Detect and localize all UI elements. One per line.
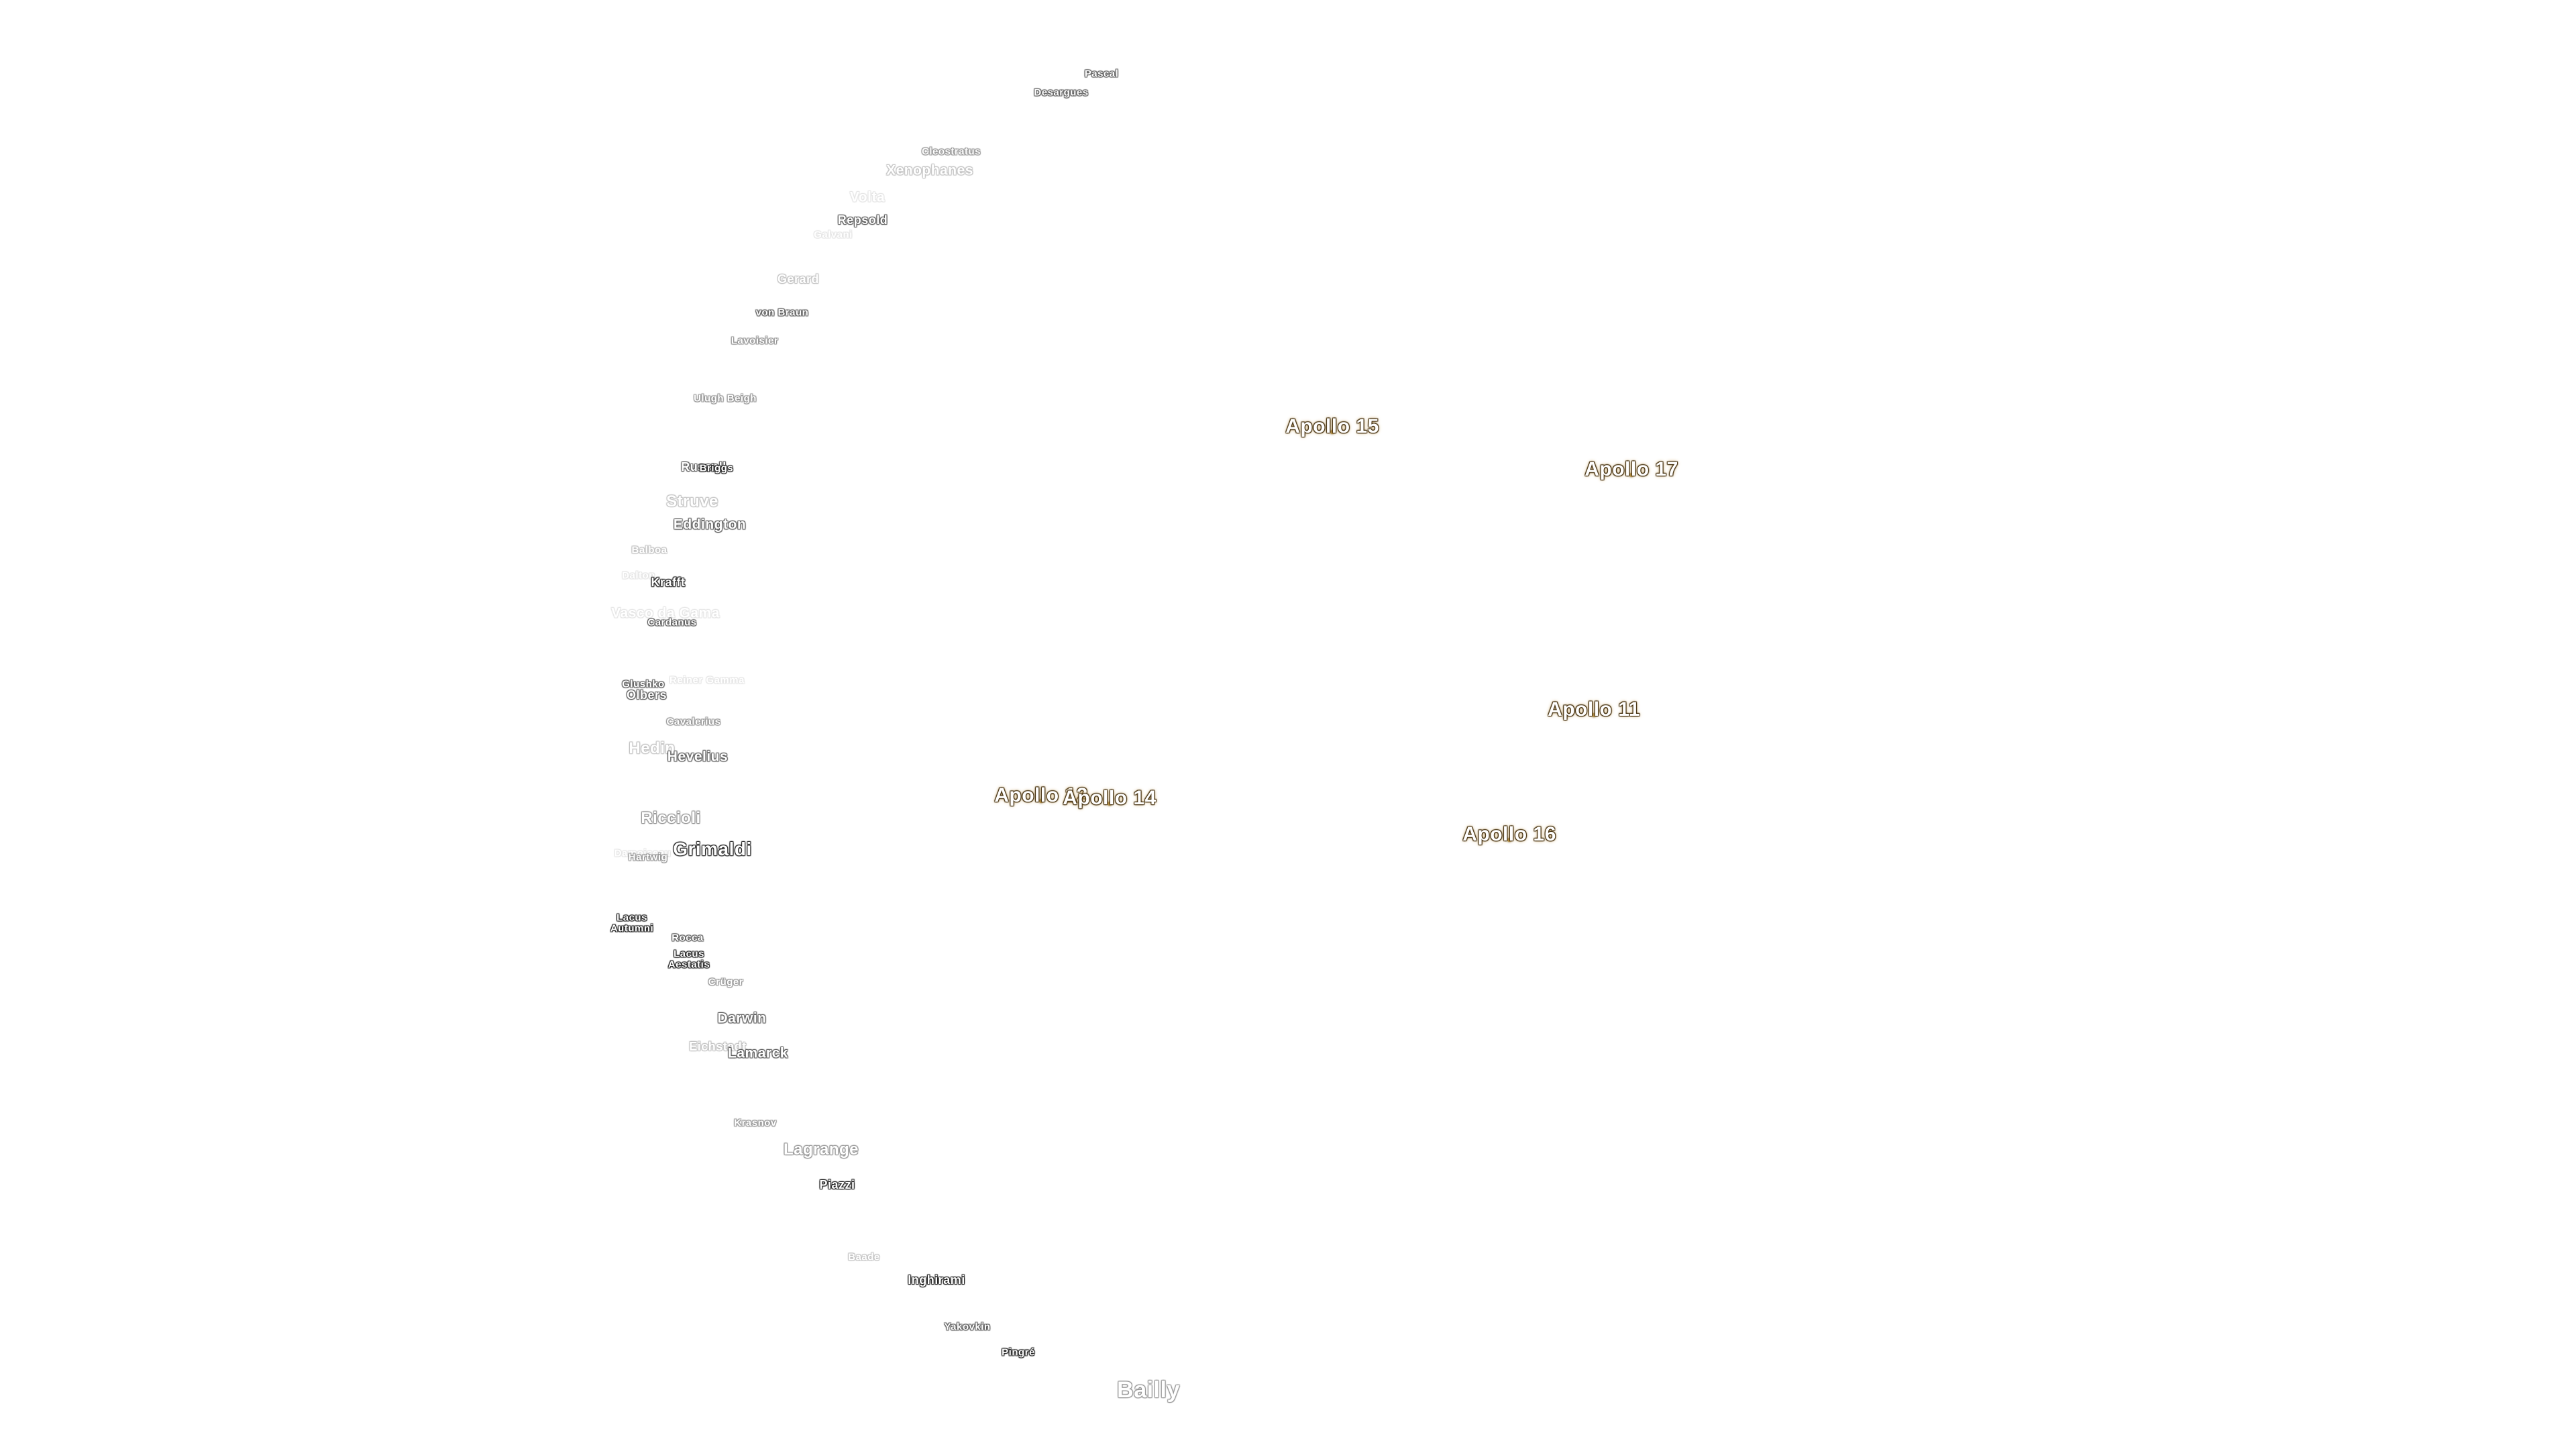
landing-site-label-apollo-14[interactable]: Apollo 14 xyxy=(1063,787,1157,809)
apollo-12-marker-icon[interactable] xyxy=(1039,799,1043,803)
crater-label-repsold[interactable]: Repsold xyxy=(837,213,888,227)
landing-site-label-apollo-16[interactable]: Apollo 16 xyxy=(1462,823,1556,845)
crater-label-hedin[interactable]: Hedin xyxy=(629,739,676,757)
crater-label-line: Autumni xyxy=(610,922,654,934)
crater-label-lagrange[interactable]: Lagrange xyxy=(783,1140,859,1159)
crater-label-damoiseau[interactable]: Damoiseau xyxy=(614,847,672,859)
apollo-15-marker-icon[interactable] xyxy=(1330,430,1334,434)
crater-label-lamarck[interactable]: Lamarck xyxy=(728,1045,788,1061)
crater-label-cavalerius[interactable]: Cavalerius xyxy=(666,716,721,728)
apollo-11-marker-icon[interactable] xyxy=(1592,713,1596,717)
crater-label-piazzi[interactable]: Piazzi xyxy=(819,1178,855,1191)
landing-site-label-apollo-12[interactable]: Apollo 12 xyxy=(994,784,1088,806)
crater-label-darwin[interactable]: Darwin xyxy=(717,1010,767,1026)
crater-label-lavoisier[interactable]: Lavoisier xyxy=(731,335,779,347)
crater-label-von-braun[interactable]: von Braun xyxy=(755,307,809,319)
crater-label-krafft[interactable]: Krafft xyxy=(651,576,686,589)
crater-label-yakovkin[interactable]: Yakovkin xyxy=(944,1321,991,1333)
crater-label-briggs[interactable]: Briggs xyxy=(699,462,734,474)
crater-label-grimaldi[interactable]: Grimaldi xyxy=(673,839,752,859)
crater-label-krasnov[interactable]: Krasnov xyxy=(734,1117,777,1129)
crater-label-desargues[interactable]: Desargues xyxy=(1034,87,1089,99)
crater-label-pingre[interactable]: Pingré xyxy=(1002,1346,1035,1358)
crater-label-hevelius[interactable]: Hevelius xyxy=(667,749,729,765)
landing-site-label-apollo-15[interactable]: Apollo 15 xyxy=(1285,415,1379,437)
crater-label-line: Lacus xyxy=(674,948,704,960)
crater-label-line: Lacus xyxy=(616,912,647,924)
crater-label-volta[interactable]: Volta xyxy=(849,189,885,205)
landing-site-label-apollo-11[interactable]: Apollo 11 xyxy=(1548,698,1640,720)
crater-label-eddington[interactable]: Eddington xyxy=(673,517,747,533)
apollo-16-marker-icon[interactable] xyxy=(1507,838,1511,842)
landing-site-label-apollo-17[interactable]: Apollo 17 xyxy=(1585,458,1678,480)
crater-label-galvani[interactable]: Galvani xyxy=(814,229,853,241)
crater-label-cardanus[interactable]: Cardanus xyxy=(647,616,697,629)
apollo-17-marker-icon[interactable] xyxy=(1629,473,1633,477)
crater-label-line: Aestatis xyxy=(667,959,710,970)
crater-label-russell[interactable]: Russell xyxy=(681,460,727,474)
crater-label-cleostratus[interactable]: Cleostratus xyxy=(921,146,981,158)
crater-label-olbers[interactable]: Olbers xyxy=(626,688,667,702)
crater-label-riccioli[interactable]: Riccioli xyxy=(641,809,701,827)
crater-label-rocca[interactable]: Rocca xyxy=(672,932,704,944)
crater-label-reiner-gamma[interactable]: Reiner Gamma xyxy=(669,674,745,686)
apollo-14-marker-icon[interactable] xyxy=(1108,802,1112,806)
crater-label-vasco-da-gama[interactable]: Vasco da Gama xyxy=(611,605,720,621)
crater-label-bailly[interactable]: Bailly xyxy=(1117,1377,1180,1403)
crater-label-xenophanes[interactable]: Xenophanes xyxy=(886,162,973,178)
crater-label-dalton[interactable]: Dalton xyxy=(622,570,655,582)
crater-label-cruger[interactable]: Crüger xyxy=(708,976,744,988)
crater-label-inghirami[interactable]: Inghirami xyxy=(908,1273,965,1287)
crater-label-gerard[interactable]: Gerard xyxy=(777,272,820,286)
crater-label-pascal[interactable]: Pascal xyxy=(1084,68,1119,80)
crater-label-balboa[interactable]: Balboa xyxy=(631,544,667,556)
crater-label-ulugh-beigh[interactable]: Ulugh Beigh xyxy=(694,392,757,405)
crater-label-struve[interactable]: Struve xyxy=(666,492,718,511)
crater-label-eichstadt[interactable]: Eichstadt xyxy=(689,1040,747,1053)
crater-label-hartwig[interactable]: Hartwig xyxy=(628,851,668,863)
crater-label-baade[interactable]: Baade xyxy=(848,1251,880,1263)
crater-label-glushko[interactable]: Glushko xyxy=(622,678,665,690)
